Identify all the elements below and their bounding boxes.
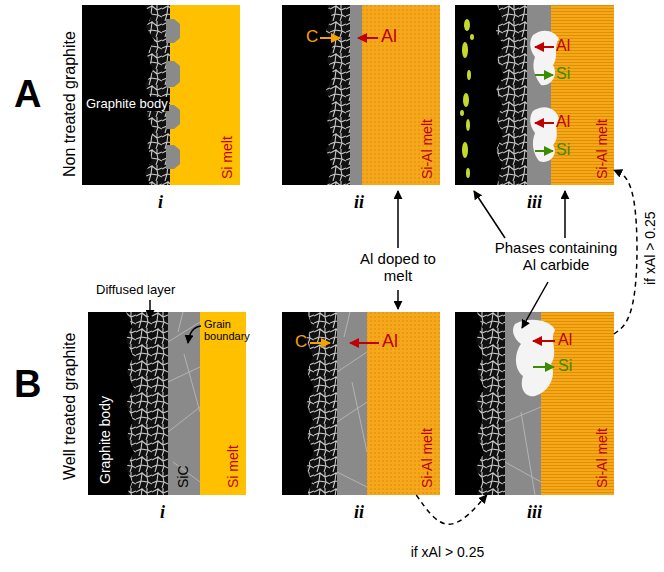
diffused-layer (476, 312, 505, 495)
al-carbide-streak (460, 19, 474, 178)
graphite-body (455, 5, 527, 185)
al-carbide-phase (530, 31, 559, 162)
melt-label: Si-Al melt (420, 428, 435, 488)
material-label: Graphite body (85, 97, 169, 111)
connectors (416, 170, 637, 524)
edge-condition: if xAl > 0.25 (410, 545, 486, 560)
si-al-melt (551, 5, 614, 185)
element-symbol: Al (381, 27, 397, 47)
step-number: i (160, 503, 165, 523)
leader-arrow (397, 191, 399, 248)
panel-b-ii (282, 312, 440, 495)
si-al-melt (367, 312, 440, 495)
panel-b-iii (455, 312, 614, 495)
element-symbol: Al (556, 37, 570, 55)
leader-arrow (522, 282, 548, 328)
stage-panel: C AlSi-Al melt (282, 5, 440, 185)
si-melt (170, 5, 240, 185)
al-arrow (350, 342, 379, 344)
step-number: ii (354, 503, 364, 523)
melt-label: Si-Al melt (595, 428, 610, 488)
si-arrow (535, 150, 553, 152)
si-al-melt (362, 5, 440, 185)
graphite-body (282, 312, 337, 495)
sic-layer (350, 5, 362, 185)
leader-arrow (188, 326, 201, 343)
graphite-body (82, 5, 170, 185)
melt-label: Si melt (220, 136, 235, 179)
grain-boundaries (337, 312, 367, 487)
melt-label: Si melt (226, 445, 241, 488)
al-arrow (535, 46, 554, 48)
graphite-body (455, 312, 505, 495)
cracked-zone (326, 5, 350, 185)
sic-particles (166, 19, 180, 169)
element-symbol: C (295, 333, 307, 352)
element-symbol: Si (556, 65, 570, 83)
element-symbol: Al (558, 331, 572, 349)
condition-arrow (416, 495, 487, 524)
carbon-arrow (310, 342, 330, 344)
al-arrow (358, 37, 378, 39)
row-title: Non treated graphite (61, 31, 79, 177)
grain-boundaries (168, 312, 200, 482)
panel-a-iii (455, 5, 614, 185)
sic-layer (337, 312, 367, 495)
si-arrow (533, 366, 554, 368)
material-label: Graphite body (98, 396, 113, 484)
carbon-arrow (320, 37, 340, 39)
element-symbol: Al (382, 332, 398, 352)
row-letter: B (14, 364, 41, 406)
stage-panel: AlSiAlSiSi-Al melt (455, 5, 614, 185)
annotation: Al doped to melt (358, 251, 438, 284)
al-carbide-phase (513, 320, 555, 397)
element-symbol: Si (558, 357, 572, 375)
step-number: iii (527, 193, 542, 213)
leader-arrow (397, 290, 399, 309)
graphite-body (88, 312, 168, 495)
diffused-layer (126, 312, 168, 495)
layer-label: SiC (176, 465, 191, 488)
al-arrow (533, 340, 555, 342)
stage-panel: Graphite body Si melt (82, 5, 240, 185)
sic-layer (168, 312, 200, 495)
annotation: Diffused layer (96, 283, 175, 297)
leader-arrow (564, 191, 566, 238)
stage-panel: C AlSi-Al melt (282, 312, 440, 495)
annotation: Grain boundary (204, 318, 256, 342)
grain-boundaries (505, 407, 541, 495)
condition-arrow (614, 170, 637, 334)
leader-arrow (149, 300, 151, 318)
diffused-layer (306, 312, 337, 495)
graphite-body (282, 5, 350, 185)
element-symbol: Al (556, 113, 570, 131)
si-arrow (535, 74, 553, 76)
melt-label: Si-Al melt (420, 119, 435, 179)
element-symbol: C (306, 28, 318, 47)
edge-condition: if xAl > 0.25 (643, 211, 658, 287)
row-title: Well treated graphite (61, 333, 79, 480)
melt-label: Si-Al melt (595, 119, 610, 179)
panel-a-i (82, 5, 240, 185)
cracked-zone (496, 5, 527, 185)
leader-lines (150, 191, 565, 343)
step-number: ii (354, 193, 364, 213)
panel-a-ii (282, 5, 440, 185)
annotation: Phases containing Al carbide (487, 240, 625, 273)
al-arrow (535, 122, 554, 124)
step-number: i (158, 193, 163, 213)
element-symbol: Si (556, 141, 570, 159)
step-number: iii (527, 503, 542, 523)
leader-arrow (474, 191, 505, 238)
stage-panel: AlSiSi-Al melt (455, 312, 614, 495)
row-letter: A (14, 74, 41, 116)
